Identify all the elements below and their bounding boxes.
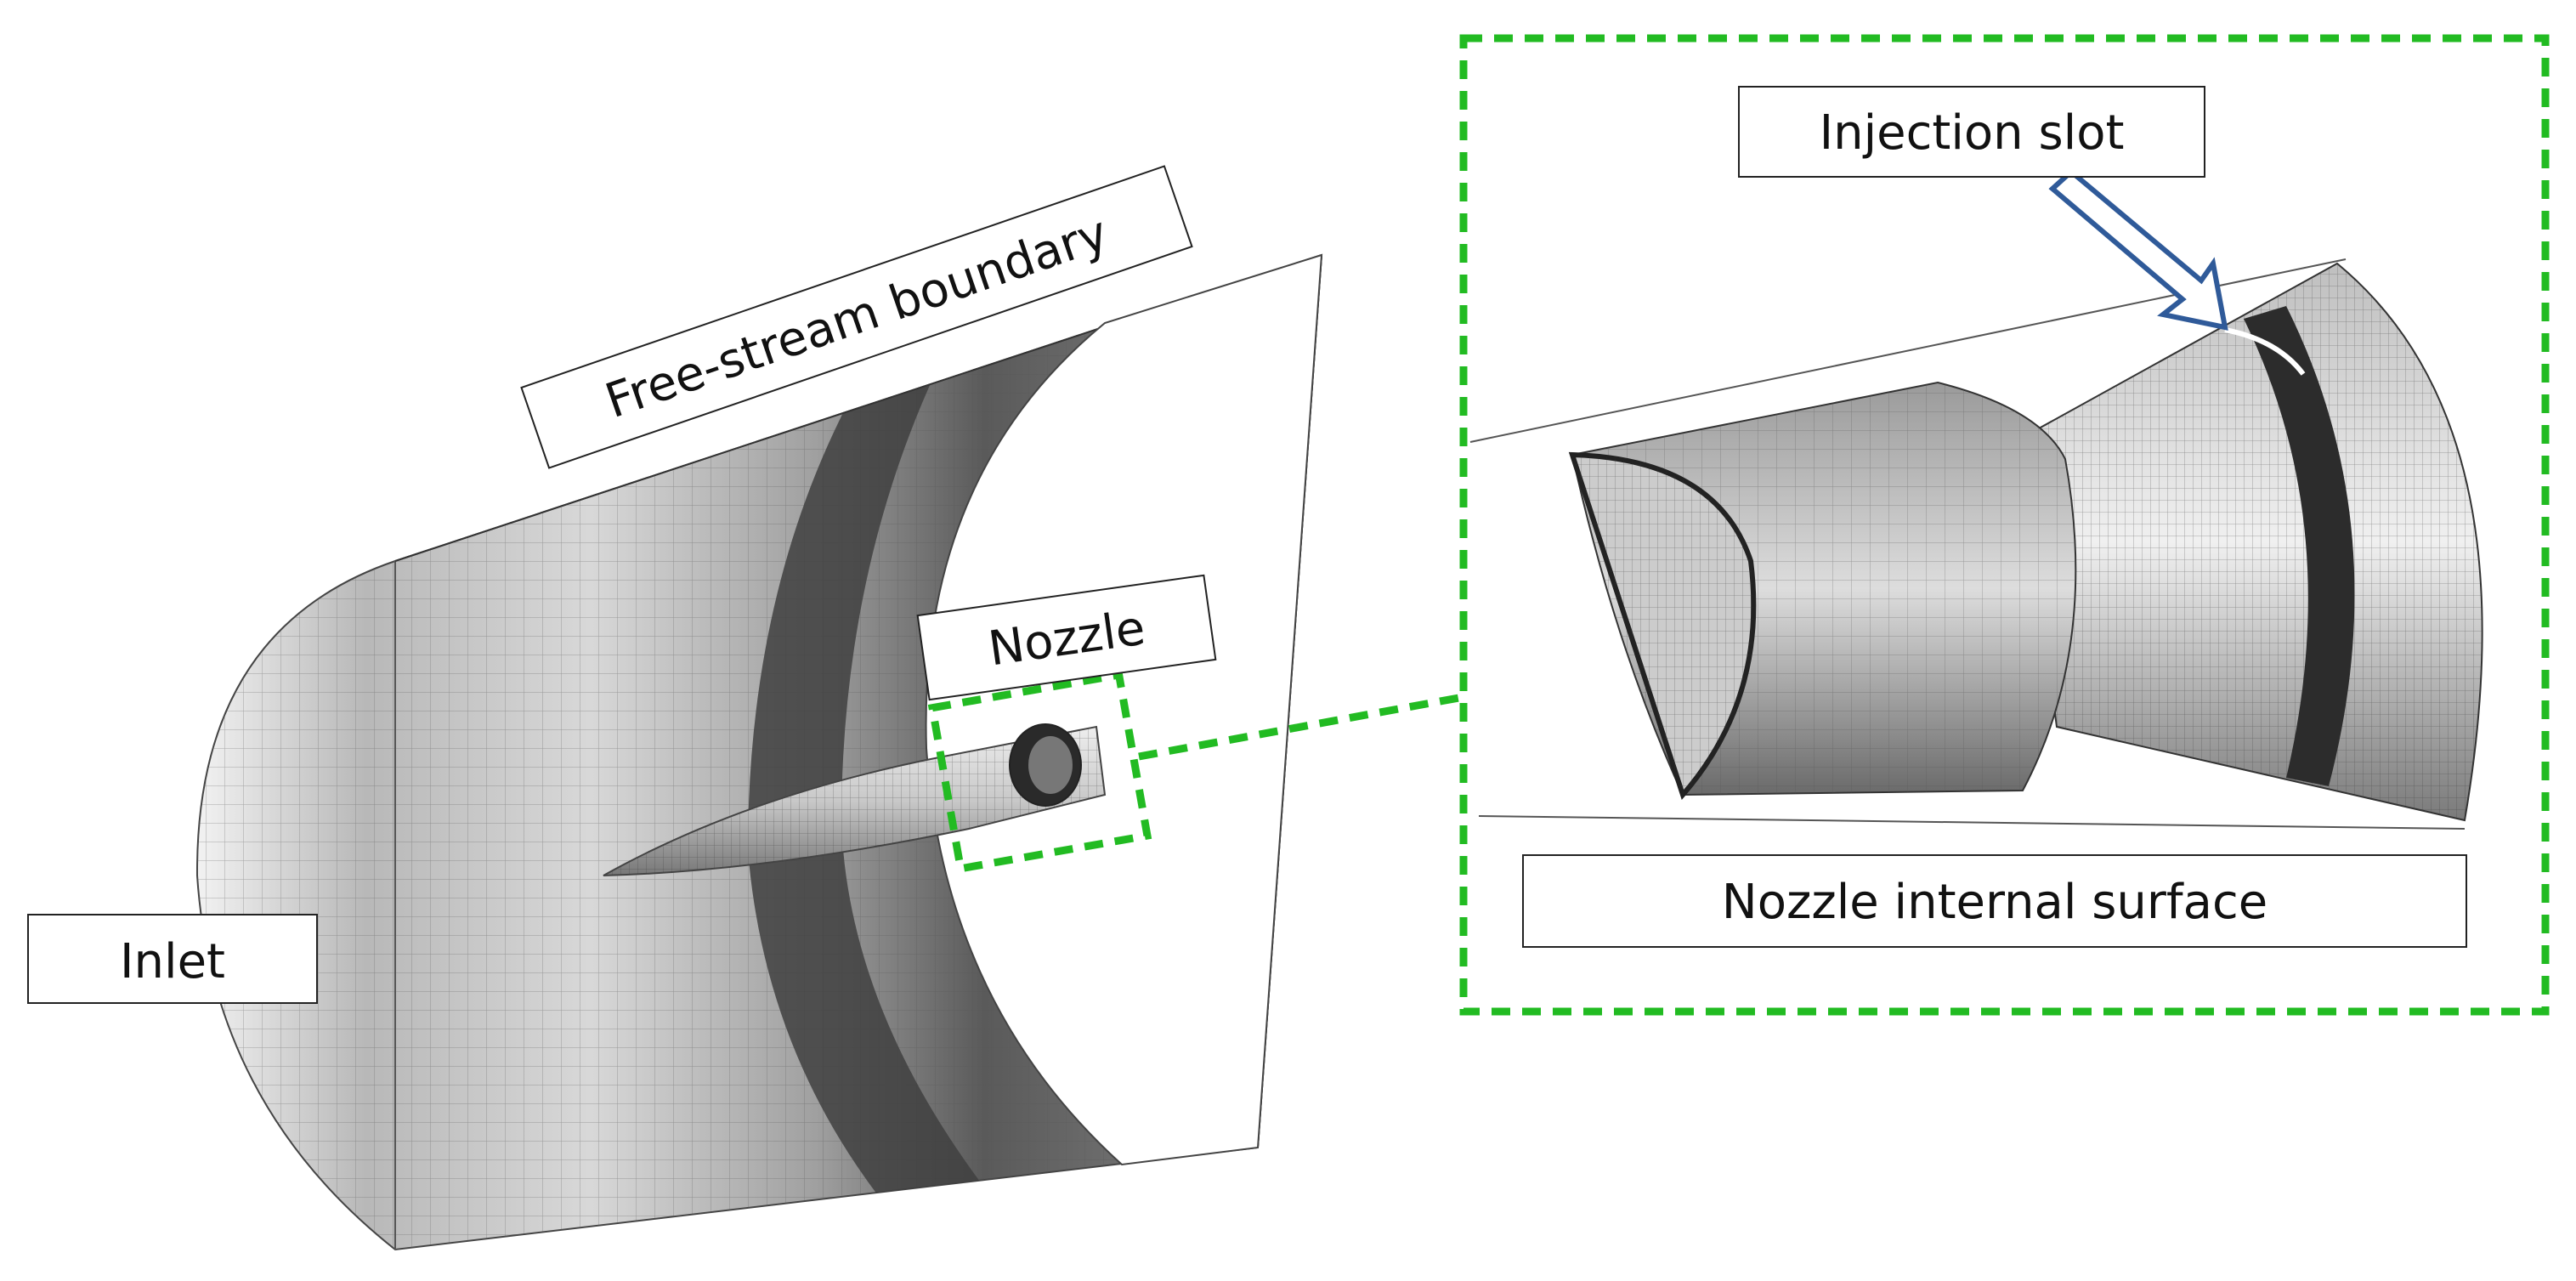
dark-refinement-band: [748, 374, 1003, 1224]
injection-ring: [2244, 306, 2355, 786]
injection-slot-mark: [2224, 327, 2306, 376]
nozzle-label: Nozzle: [916, 574, 1217, 701]
inlet-label: Inlet: [27, 914, 318, 1004]
nozzle-internal-surface-text: Nozzle internal surface: [1722, 875, 2267, 930]
nozzle-internal-surface-label: Nozzle internal surface: [1522, 854, 2467, 948]
nozzle-detail-panel: [1459, 34, 2550, 1016]
nozzle-zoom-box: [927, 670, 1152, 874]
domain-mesh-graphic: [195, 253, 1464, 1251]
injection-slot-label: Injection slot: [1738, 86, 2205, 178]
zoom-connector-line: [1138, 693, 1464, 761]
injection-slot-text: Injection slot: [1820, 105, 2125, 161]
detail-dashed-frame: [1459, 34, 2550, 1016]
injection-slot-arrow: [2048, 168, 2228, 331]
inlet-text: Inlet: [120, 934, 225, 989]
